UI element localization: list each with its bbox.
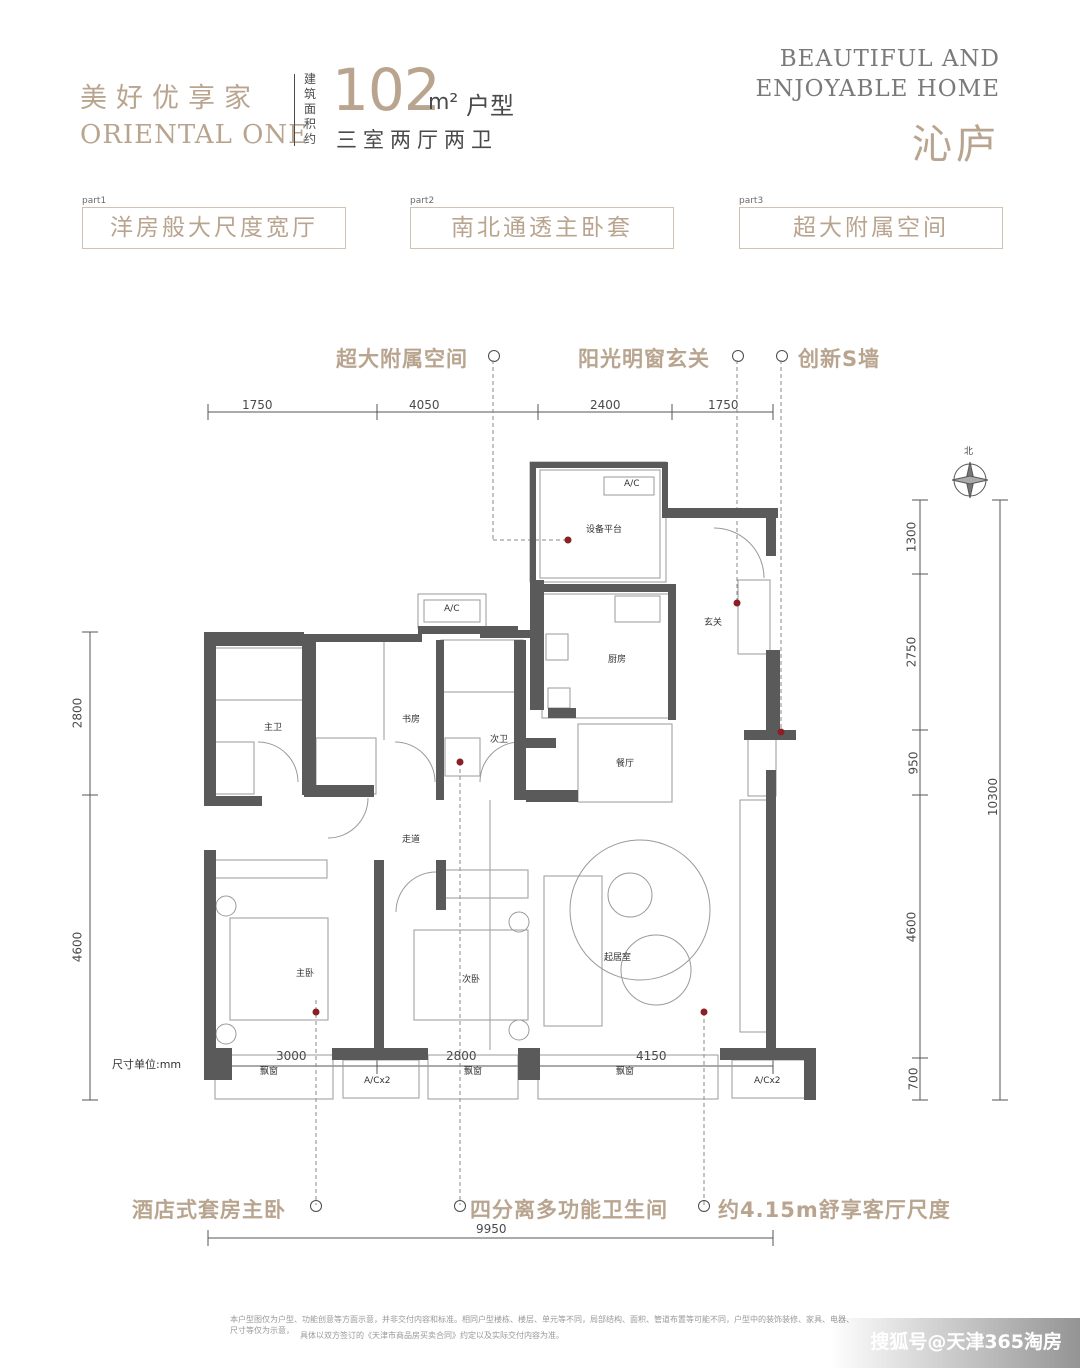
unit-label: 尺寸单位:mm [112, 1058, 182, 1071]
plan-name: 沁庐 [912, 122, 1000, 168]
callout-bathroom: 四分离多功能卫生间 [470, 1198, 668, 1222]
dim-right-5: 700 [906, 1067, 921, 1091]
tagline-en-line1: BEAUTIFUL AND [779, 46, 1000, 72]
room-entry: 玄关 [704, 618, 723, 628]
callout-living-width: 约4.15m舒享客厅尺度 [718, 1198, 951, 1222]
dim-top-1: 1750 [242, 398, 273, 412]
callout-storage: 超大附属空间 [336, 347, 468, 371]
room-bay-3: 飘窗 [616, 1067, 635, 1077]
room-living: 起居室 [604, 953, 632, 963]
dim-left-2: 4600 [70, 931, 85, 963]
ac-study: A/C [444, 604, 460, 614]
dim-bottom-2: 2800 [446, 1049, 477, 1063]
dim-top-2: 4050 [409, 398, 440, 412]
part-box-2: 南北通透主卧套 [410, 207, 674, 249]
room-kitchen: 厨房 [608, 655, 627, 665]
area-label-vertical: 建筑面积约 [304, 72, 317, 146]
tagline-en: BEAUTIFUL AND ENJOYABLE HOME [755, 44, 1000, 104]
room-bay-1: 飘窗 [260, 1067, 279, 1077]
dim-right-4: 4600 [904, 911, 919, 943]
room-equipment: 设备平台 [586, 525, 623, 535]
header-divider [294, 74, 295, 146]
room-second-bath: 次卫 [490, 735, 509, 745]
dim-left-1: 2800 [70, 697, 85, 729]
dim-right-2: 2750 [904, 636, 919, 668]
room-study: 书房 [402, 715, 421, 725]
watermark: 搜狐号@天津365淘房 [870, 1331, 1062, 1353]
part-tag-2: part2 [410, 196, 435, 206]
room-dining: 餐厅 [616, 759, 635, 769]
area-value: 102 [332, 56, 441, 124]
part-tag-1: part1 [82, 196, 107, 206]
ac-top: A/C [624, 479, 640, 489]
dim-top-4: 1750 [708, 398, 739, 412]
dim-total-bottom: 9950 [476, 1222, 507, 1236]
callout-marker-6 [698, 1200, 710, 1212]
dim-bottom-3: 4150 [636, 1049, 667, 1063]
callout-marker-4 [310, 1200, 322, 1212]
ac-bottom-2: A/Cx2 [754, 1076, 781, 1086]
watermark-backdrop [830, 1318, 1080, 1368]
dim-right-total: 10300 [986, 777, 1001, 817]
room-second-bed: 次卧 [462, 975, 481, 985]
callout-entry: 阳光明窗玄关 [578, 347, 710, 371]
dim-right-3: 950 [906, 751, 921, 775]
dim-top-3: 2400 [590, 398, 621, 412]
callout-master-suite: 酒店式套房主卧 [132, 1198, 286, 1222]
compass-label: 北 [964, 447, 974, 457]
room-master-bath: 主卫 [264, 723, 283, 733]
part-tag-3: part3 [739, 196, 764, 206]
room-master-bed: 主卧 [296, 969, 315, 979]
room-summary: 三室两厅两卫 [336, 128, 498, 152]
footnote-line-2: 具体以双方签订的《天津市商品房买卖合同》约定以及实际交付内容为准。 [300, 1331, 564, 1340]
slogan-cn: 美好优享家 [80, 83, 260, 114]
type-suffix: 户型 [466, 92, 514, 120]
area-unit: m² [428, 90, 459, 115]
dim-right-1: 1300 [904, 521, 919, 553]
callout-marker-2 [732, 350, 744, 362]
callout-marker-3 [776, 350, 788, 362]
room-bay-2: 飘窗 [464, 1067, 483, 1077]
tagline-en-line2: ENJOYABLE HOME [755, 76, 1000, 102]
callout-marker-1 [488, 350, 500, 362]
room-corridor: 走道 [402, 835, 421, 845]
ac-bottom-1: A/Cx2 [364, 1076, 391, 1086]
part-box-1: 洋房般大尺度宽厅 [82, 207, 346, 249]
dim-bottom-1: 3000 [276, 1049, 307, 1063]
callout-marker-5 [454, 1200, 466, 1212]
footnote-line-1: 本户型图仅为户型、功能创意等方面示意，并非交付内容和标准。相同户型楼栋、楼层、单… [230, 1315, 854, 1335]
slogan-en: ORIENTAL ONE [80, 120, 309, 150]
callout-s-wall: 创新S墙 [798, 347, 881, 371]
part-box-3: 超大附属空间 [739, 207, 1003, 249]
